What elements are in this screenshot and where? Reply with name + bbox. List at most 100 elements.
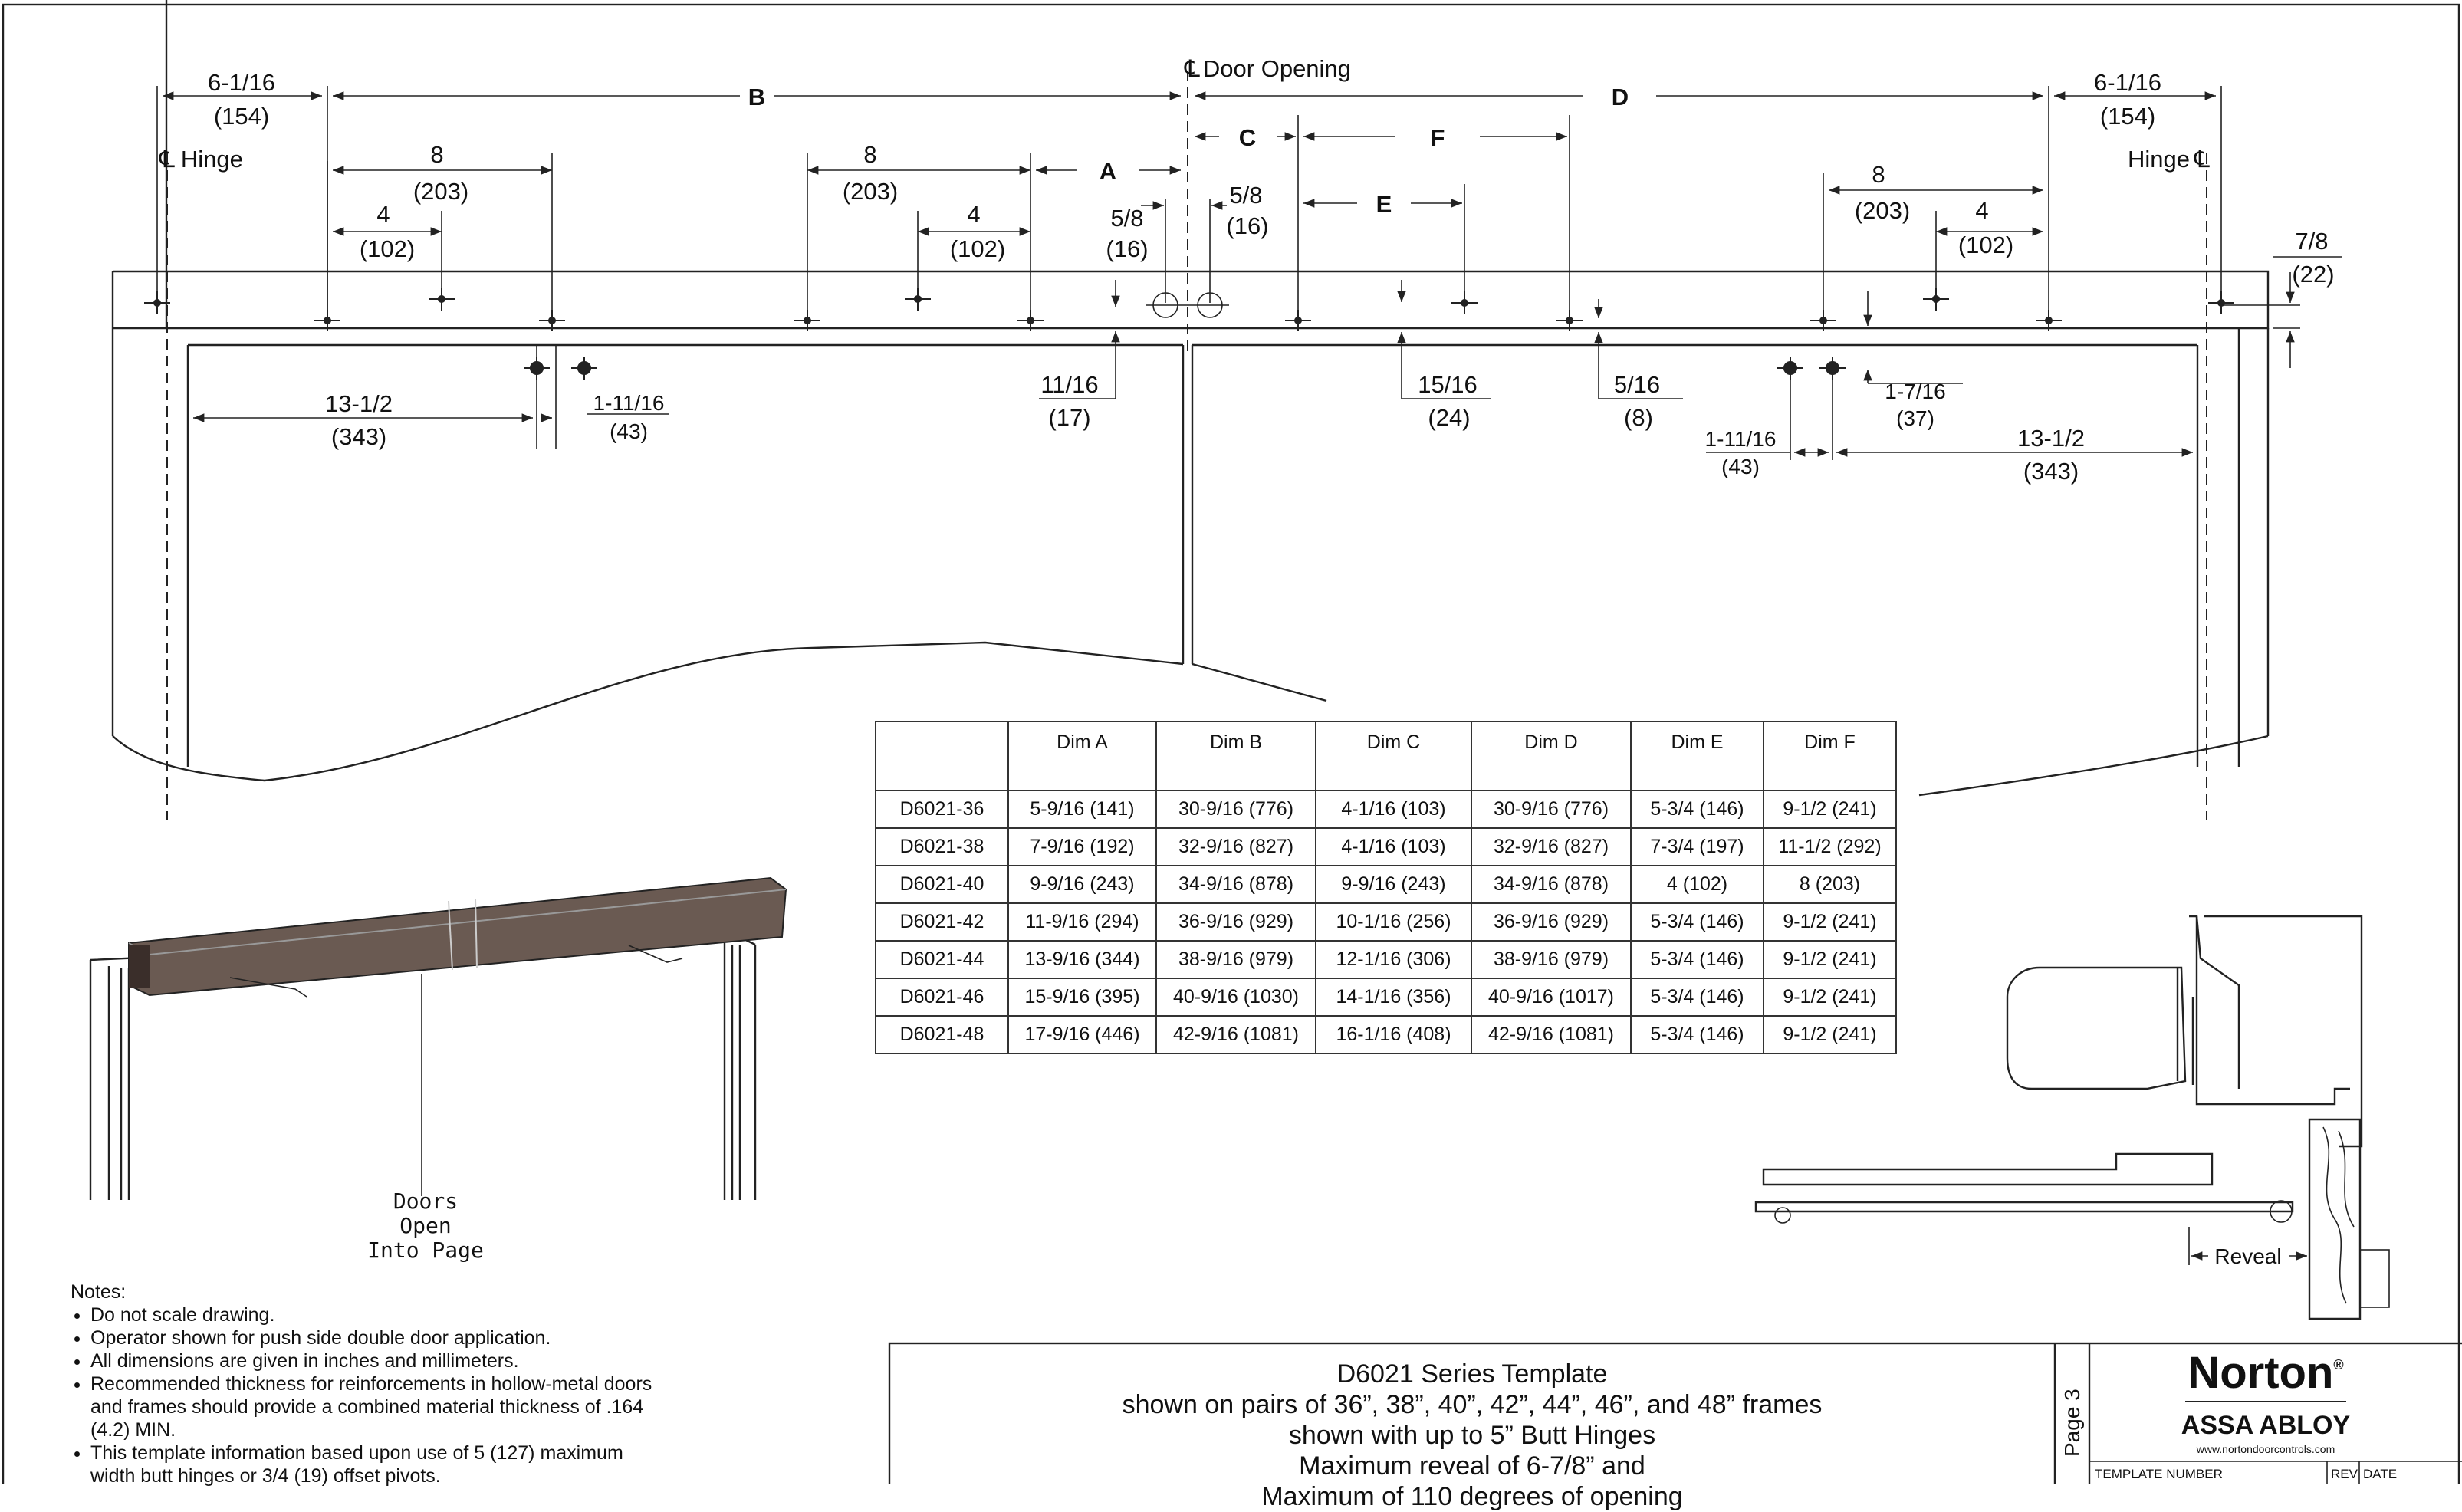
page-number: Page 3 bbox=[2060, 1389, 2084, 1457]
plan-view: ℄Door Opening ℄Hinge Hinge℄ B D A C F E … bbox=[111, 0, 2342, 820]
doors-caption-1: Doors bbox=[393, 1188, 458, 1214]
dim-left-8-inner-mm: (203) bbox=[843, 178, 898, 205]
template-number-label: TEMPLATE NUMBER bbox=[2095, 1467, 2223, 1481]
dim-left-4-outer: 4 bbox=[376, 201, 390, 228]
table-cell: 9-1/2 (241) bbox=[1763, 940, 1897, 979]
hinge-label-right: Hinge℄ bbox=[2128, 146, 2210, 173]
dim-d-label: D bbox=[1612, 84, 1629, 110]
dim-e-label: E bbox=[1376, 191, 1392, 218]
dim-bottom-right-long-mm: (343) bbox=[2023, 458, 2079, 485]
dim-left-8-inner: 8 bbox=[863, 141, 876, 168]
table-cell: 42-9/16 (1081) bbox=[1471, 1015, 1632, 1054]
note-item: Recommended thickness for reinforcements… bbox=[90, 1372, 673, 1441]
note-item: All dimensions are given in inches and m… bbox=[90, 1349, 883, 1372]
dim-right-8-mm: (203) bbox=[1855, 197, 1910, 224]
table-cell: 16-1/16 (408) bbox=[1315, 1015, 1472, 1054]
note-item: Do not scale drawing. bbox=[90, 1303, 883, 1326]
dim-drop-right: 5/16 bbox=[1614, 371, 1660, 398]
dim-edge-left-mm: (154) bbox=[214, 103, 269, 130]
table-cell: D6021-42 bbox=[875, 902, 1009, 942]
dim-bottom-left-short-mm: (43) bbox=[610, 419, 648, 443]
table-cell: 15-9/16 (395) bbox=[1007, 978, 1157, 1017]
table-cell: 4 (102) bbox=[1630, 865, 1764, 904]
dim-drop-left-mm: (17) bbox=[1048, 404, 1090, 431]
table-cell: 38-9/16 (979) bbox=[1471, 940, 1632, 979]
dim-drop-mid: 15/16 bbox=[1418, 371, 1478, 398]
table-cell: 17-9/16 (446) bbox=[1007, 1015, 1157, 1054]
table-cell: 34-9/16 (878) bbox=[1155, 865, 1316, 904]
dim-right-4: 4 bbox=[1975, 197, 1988, 224]
table-cell: 5-9/16 (141) bbox=[1007, 790, 1157, 829]
mounting-holes bbox=[144, 288, 2234, 380]
title-line-2: shown on pairs of 36”, 38”, 40”, 42”, 44… bbox=[1122, 1390, 1823, 1419]
dim-right-8: 8 bbox=[1872, 161, 1885, 188]
dim-bottom-left-long-mm: (343) bbox=[331, 423, 386, 450]
dim-top-right: 7/8 bbox=[2295, 228, 2328, 255]
table-header-dim-e: Dim E bbox=[1630, 721, 1764, 791]
rev-label: REV bbox=[2331, 1467, 2358, 1481]
dim-drop-mid-mm: (24) bbox=[1428, 404, 1470, 431]
dim-left-4-inner: 4 bbox=[967, 201, 980, 228]
table-cell: 9-1/2 (241) bbox=[1763, 902, 1897, 942]
dim-edge-right-mm: (154) bbox=[2100, 103, 2155, 130]
dim-f-label: F bbox=[1431, 124, 1445, 151]
table-header-dim-b: Dim B bbox=[1155, 721, 1316, 791]
notes-heading: Notes: bbox=[71, 1281, 127, 1303]
assa-abloy-logo: ASSA ABLOY bbox=[2181, 1411, 2351, 1440]
table-cell: 5-3/4 (146) bbox=[1630, 940, 1764, 979]
dim-bottom-right-small-mm: (37) bbox=[1896, 406, 1934, 430]
dim-center-left-mm: (16) bbox=[1106, 235, 1148, 262]
dim-center-right-mm: (16) bbox=[1226, 212, 1268, 239]
hinge-label-left: ℄Hinge bbox=[159, 146, 243, 173]
table-cell: D6021-44 bbox=[875, 940, 1009, 979]
dim-b-label: B bbox=[748, 84, 765, 110]
reveal-label: Reveal bbox=[2214, 1244, 2281, 1268]
table-header-dim-a: Dim A bbox=[1007, 721, 1157, 791]
dim-left-8-outer-mm: (203) bbox=[413, 178, 468, 205]
notes-list: Do not scale drawing. Operator shown for… bbox=[71, 1303, 883, 1487]
doors-caption-3: Into Page bbox=[367, 1238, 484, 1263]
table-cell: D6021-46 bbox=[875, 978, 1009, 1017]
dim-center-left: 5/8 bbox=[1110, 205, 1143, 232]
table-cell: D6021-38 bbox=[875, 827, 1009, 866]
dim-drop-left: 11/16 bbox=[1040, 371, 1098, 398]
door-opening-label: ℄Door Opening bbox=[1184, 55, 1351, 82]
title-block-frame: Page 3 Norton® ASSA ABLOY www.nortondoor… bbox=[888, 1342, 2462, 1484]
table-cell: D6021-48 bbox=[875, 1015, 1009, 1054]
table-cell: 42-9/16 (1081) bbox=[1155, 1015, 1316, 1054]
date-label: DATE bbox=[2363, 1467, 2397, 1481]
dim-bottom-right-short-mm: (43) bbox=[1721, 455, 1760, 478]
table-cell: 32-9/16 (827) bbox=[1155, 827, 1316, 866]
table-cell: 4-1/16 (103) bbox=[1315, 790, 1472, 829]
table-cell: 11-1/2 (292) bbox=[1763, 827, 1897, 866]
dim-bottom-left-long: 13-1/2 bbox=[325, 390, 393, 417]
title-line-4: Maximum reveal of 6-7/8” and bbox=[1299, 1451, 1645, 1481]
table-cell: 38-9/16 (979) bbox=[1155, 940, 1316, 979]
notes-section: Notes: Do not scale drawing. Operator sh… bbox=[71, 1280, 883, 1487]
table-cell: 7-9/16 (192) bbox=[1007, 827, 1157, 866]
dim-drop-right-mm: (8) bbox=[1624, 404, 1653, 431]
website-url: www.nortondoorcontrols.com bbox=[2196, 1443, 2335, 1455]
table-cell: 40-9/16 (1030) bbox=[1155, 978, 1316, 1017]
reveal-section-view: Reveal bbox=[1754, 915, 2390, 1320]
table-header-row: Dim A Dim B Dim C Dim D Dim E Dim F bbox=[875, 721, 1897, 791]
table-cell: D6021-40 bbox=[875, 865, 1009, 904]
table-cell: 36-9/16 (929) bbox=[1155, 902, 1316, 942]
table-cell: 30-9/16 (776) bbox=[1471, 790, 1632, 829]
dim-bottom-right-small: 1-7/16 bbox=[1885, 380, 1945, 403]
table-header-dim-d: Dim D bbox=[1471, 721, 1632, 791]
title-line-3: shown with up to 5” Butt Hinges bbox=[1288, 1421, 1656, 1450]
dim-edge-left: 6-1/16 bbox=[208, 69, 275, 96]
table-header-dim-c: Dim C bbox=[1315, 721, 1472, 791]
sheet-border bbox=[2, 3, 2460, 1484]
dim-left-4-inner-mm: (102) bbox=[950, 235, 1005, 262]
dim-a-label: A bbox=[1100, 158, 1116, 185]
table-cell: 5-3/4 (146) bbox=[1630, 1015, 1764, 1054]
table-cell: 4-1/16 (103) bbox=[1315, 827, 1472, 866]
doors-caption-2: Open bbox=[399, 1213, 451, 1238]
door-break-left bbox=[112, 641, 1184, 782]
